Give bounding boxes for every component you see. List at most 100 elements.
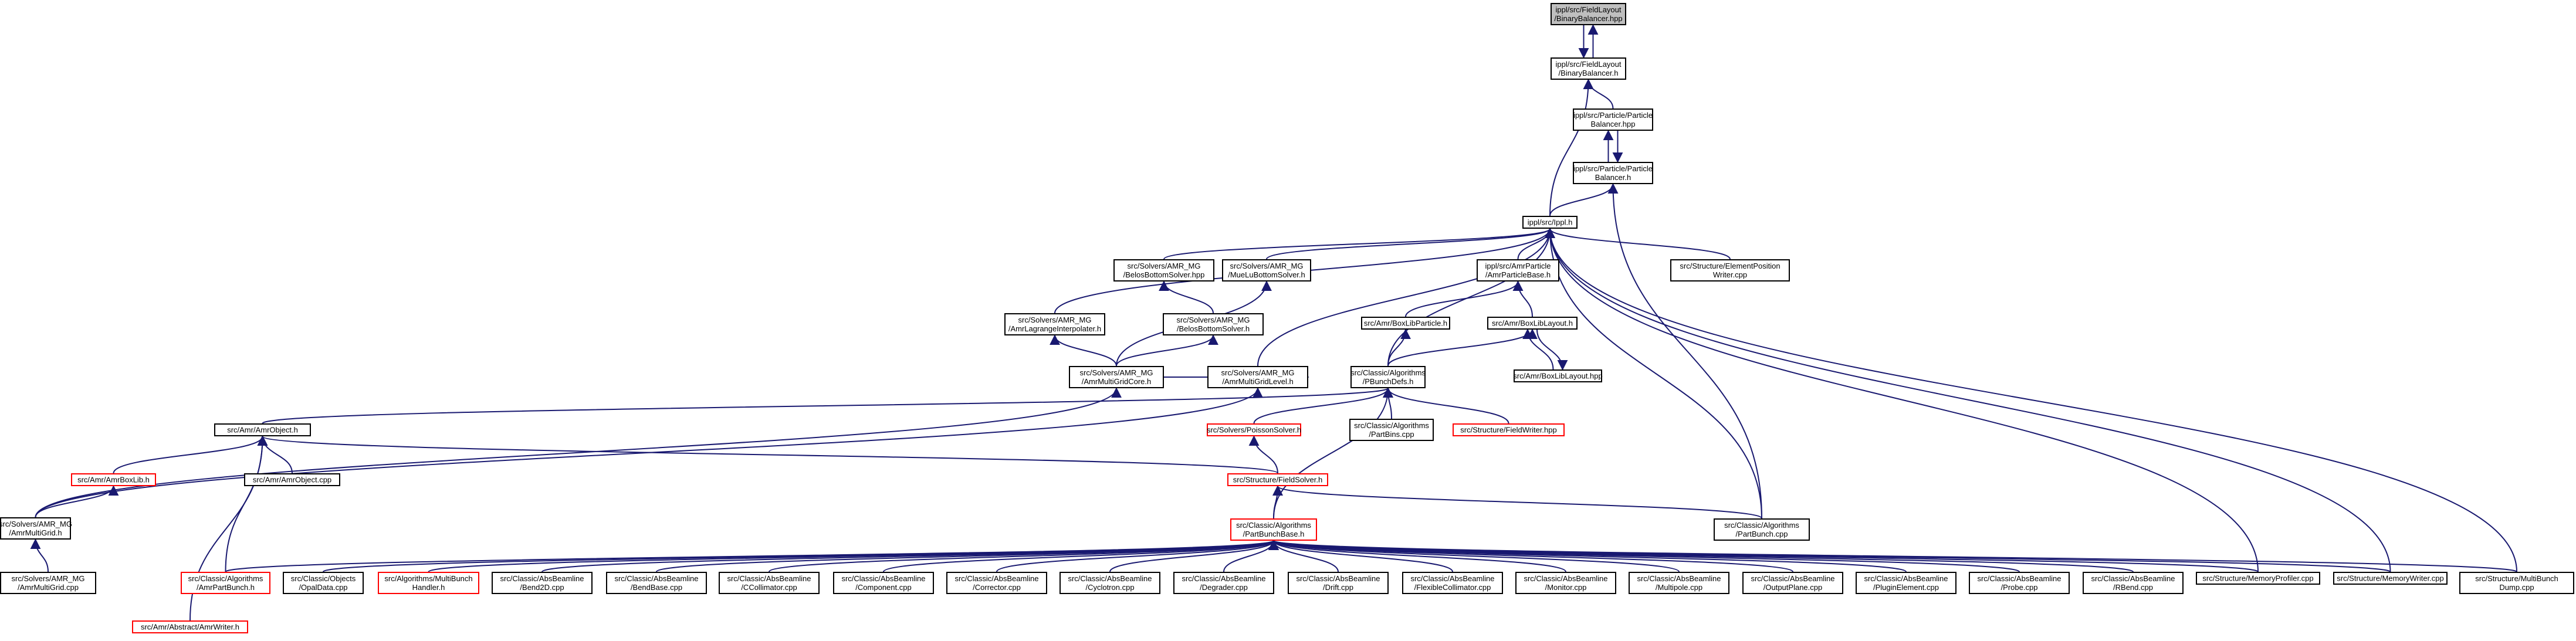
node-label-line: src/Amr/AmrBoxLib.h [77, 476, 150, 484]
node-label-line: src/Amr/AmrObject.h [227, 426, 298, 435]
graph-node-n18[interactable]: src/Solvers/PoissonSolver.h [1207, 423, 1301, 436]
graph-node-n32[interactable]: src/Classic/AbsBeamline/BendBase.cpp [606, 572, 707, 594]
node-label-line: src/Solvers/AMR_MG [1230, 262, 1304, 270]
graph-node-n43[interactable]: src/Classic/AbsBeamline/PluginElement.cp… [1856, 572, 1956, 594]
graph-node-n13[interactable]: src/Solvers/AMR_MG/AmrMultiGridCore.h [1069, 366, 1164, 388]
edge-n25-n34 [883, 540, 1279, 572]
edge-n25-n40 [1268, 540, 1566, 572]
node-label-line: /BinaryBalancer.hpp [1554, 14, 1622, 23]
node-label-line: /OpalData.cpp [299, 583, 347, 592]
node-box [1969, 572, 2070, 594]
node-box [283, 572, 364, 594]
graph-node-n6[interactable]: src/Solvers/AMR_MG/MueLuBottomSolver.h [1222, 259, 1311, 282]
edge-n12-n15 [1387, 328, 1538, 367]
graph-node-n9[interactable]: src/Solvers/AMR_MG/AmrLagrangeInterpolat… [1004, 313, 1105, 335]
edge-n4-n48 [1545, 228, 2517, 572]
graph-node-n37[interactable]: src/Classic/AbsBeamline/Degrader.cpp [1173, 572, 1274, 594]
node-label-line: /Corrector.cpp [973, 583, 1021, 592]
edge-n1-n4 [1549, 79, 1594, 216]
graph-node-n15[interactable]: src/Classic/Algorithms/PBunchDefs.h [1350, 366, 1426, 388]
edge-n4-n14 [1257, 228, 1555, 367]
node-label-line: /OutputPlane.cpp [1763, 583, 1822, 592]
node-label-line: src/Classic/Objects [291, 574, 356, 583]
graph-node-n17[interactable]: src/Amr/AmrObject.h [214, 423, 311, 436]
graph-node-n10[interactable]: src/Solvers/AMR_MG/BelosBottomSolver.h [1163, 313, 1264, 335]
graph-node-n23[interactable]: src/Structure/FieldSolver.h [1227, 473, 1328, 486]
node-box [1551, 57, 1626, 80]
node-label-line: src/Classic/AbsBeamline [1182, 574, 1265, 583]
graph-node-n39[interactable]: src/Classic/AbsBeamline/FlexibleCollimat… [1402, 572, 1503, 594]
node-label-line: src/Solvers/AMR_MG [1221, 368, 1295, 377]
node-label-line: ippl/src/AmrParticle [1485, 262, 1551, 270]
graph-node-n0[interactable]: ippl/src/FieldLayout/BinaryBalancer.hpp [1551, 3, 1626, 25]
node-label-line: /AmrMultiGrid.h [9, 528, 62, 537]
node-box [1069, 366, 1164, 388]
graph-node-n33[interactable]: src/Classic/AbsBeamline/CCollimator.cpp [719, 572, 820, 594]
node-box [1402, 572, 1503, 594]
graph-node-n12[interactable]: src/Amr/BoxLibLayout.h [1487, 317, 1578, 330]
graph-node-n34[interactable]: src/Classic/AbsBeamline/Component.cpp [833, 572, 934, 594]
graph-node-n7[interactable]: ippl/src/AmrParticle/AmrParticleBase.h [1477, 259, 1559, 282]
node-label-line: Writer.cpp [1713, 270, 1747, 279]
graph-node-n14[interactable]: src/Solvers/AMR_MG/AmrMultiGridLevel.h [1207, 366, 1308, 388]
edge-n23-n26 [1272, 485, 1762, 519]
graph-node-n25[interactable]: src/Classic/Algorithms/PartBunchBase.h [1230, 518, 1317, 541]
graph-node-n4[interactable]: ippl/src/Ippl.h [1522, 216, 1578, 229]
node-label-line: /PartBins.cpp [1369, 430, 1414, 439]
graph-node-n40[interactable]: src/Classic/AbsBeamline/Monitor.cpp [1515, 572, 1616, 594]
node-label-line: Balancer.h [1595, 173, 1631, 182]
node-box [181, 572, 270, 594]
edge-n21-n24 [35, 485, 119, 518]
graph-node-n26[interactable]: src/Classic/Algorithms/PartBunch.cpp [1714, 518, 1810, 541]
graph-node-n28[interactable]: src/Classic/Algorithms/AmrPartBunch.h [181, 572, 270, 594]
graph-node-n42[interactable]: src/Classic/AbsBeamline/OutputPlane.cpp [1742, 572, 1843, 594]
node-label-line: src/Amr/Abstract/AmrWriter.h [141, 623, 239, 632]
graph-node-n44[interactable]: src/Classic/AbsBeamline/Probe.cpp [1969, 572, 2070, 594]
edge-n7-n12 [1512, 280, 1533, 317]
node-label-line: /Probe.cpp [2001, 583, 2038, 592]
graph-node-n35[interactable]: src/Classic/AbsBeamline/Corrector.cpp [946, 572, 1047, 594]
graph-node-n38[interactable]: src/Classic/AbsBeamline/Drift.cpp [1288, 572, 1389, 594]
edge-n25-n41 [1268, 540, 1680, 572]
edge-n4-n26 [1545, 228, 1762, 519]
node-label-line: src/Structure/MultiBunch [2475, 574, 2558, 583]
graph-node-n11[interactable]: src/Amr/BoxLibParticle.h [1361, 317, 1450, 330]
node-label-line: /BendBase.cpp [631, 583, 682, 592]
node-box [244, 473, 340, 486]
node-box [1222, 259, 1311, 282]
graph-node-n16[interactable]: src/Amr/BoxLibLayout.hpp [1513, 369, 1603, 382]
graph-node-n46[interactable]: src/Structure/MemoryProfiler.cpp [2196, 572, 2320, 585]
edge-n25-n35 [996, 540, 1279, 572]
graph-node-n31[interactable]: src/Classic/AbsBeamline/Bend2D.cpp [492, 572, 593, 594]
graph-node-n5[interactable]: src/Solvers/AMR_MG/BelosBottomSolver.hpp [1113, 259, 1214, 282]
node-box [1207, 366, 1308, 388]
node-label-line: src/Classic/AbsBeamline [1524, 574, 1607, 583]
graph-node-n41[interactable]: src/Classic/AbsBeamline/Multipole.cpp [1629, 572, 1729, 594]
graph-node-n27[interactable]: src/Solvers/AMR_MG/AmrMultiGrid.cpp [0, 572, 96, 594]
graph-node-n1[interactable]: ippl/src/FieldLayout/BinaryBalancer.h [1551, 57, 1626, 80]
node-label-line: src/Classic/Algorithms [1350, 368, 1426, 377]
edge-n25-n31 [541, 540, 1279, 572]
node-box [1856, 572, 1956, 594]
graph-node-n36[interactable]: src/Classic/AbsBeamline/Cyclotron.cpp [1059, 572, 1160, 594]
graph-node-n47[interactable]: src/Structure/MemoryWriter.cpp [2333, 572, 2448, 585]
graph-node-n19[interactable]: src/Classic/Algorithms/PartBins.cpp [1349, 419, 1434, 441]
node-label-line: ippl/src/FieldLayout [1556, 5, 1622, 14]
graph-node-n29[interactable]: src/Classic/Objects/OpalData.cpp [283, 572, 364, 594]
edge-n4-n15 [1387, 228, 1555, 367]
graph-node-n24[interactable]: src/Solvers/AMR_MG/AmrMultiGrid.h [0, 517, 72, 540]
graph-node-n45[interactable]: src/Classic/AbsBeamline/RBend.cpp [2083, 572, 2184, 594]
graph-node-n20[interactable]: src/Structure/FieldWriter.hpp [1453, 423, 1565, 436]
node-label-line: src/Algorithms/MultiBunch [384, 574, 472, 583]
graph-node-n49[interactable]: src/Amr/Abstract/AmrWriter.h [132, 620, 248, 633]
edge-n13-n24 [35, 387, 1122, 518]
node-label-line: src/Structure/ElementPosition [1680, 262, 1780, 270]
graph-node-n21[interactable]: src/Amr/AmrBoxLib.h [71, 473, 156, 486]
node-label-line: src/Classic/Algorithms [1354, 421, 1429, 430]
graph-node-n22[interactable]: src/Amr/AmrObject.cpp [244, 473, 340, 486]
